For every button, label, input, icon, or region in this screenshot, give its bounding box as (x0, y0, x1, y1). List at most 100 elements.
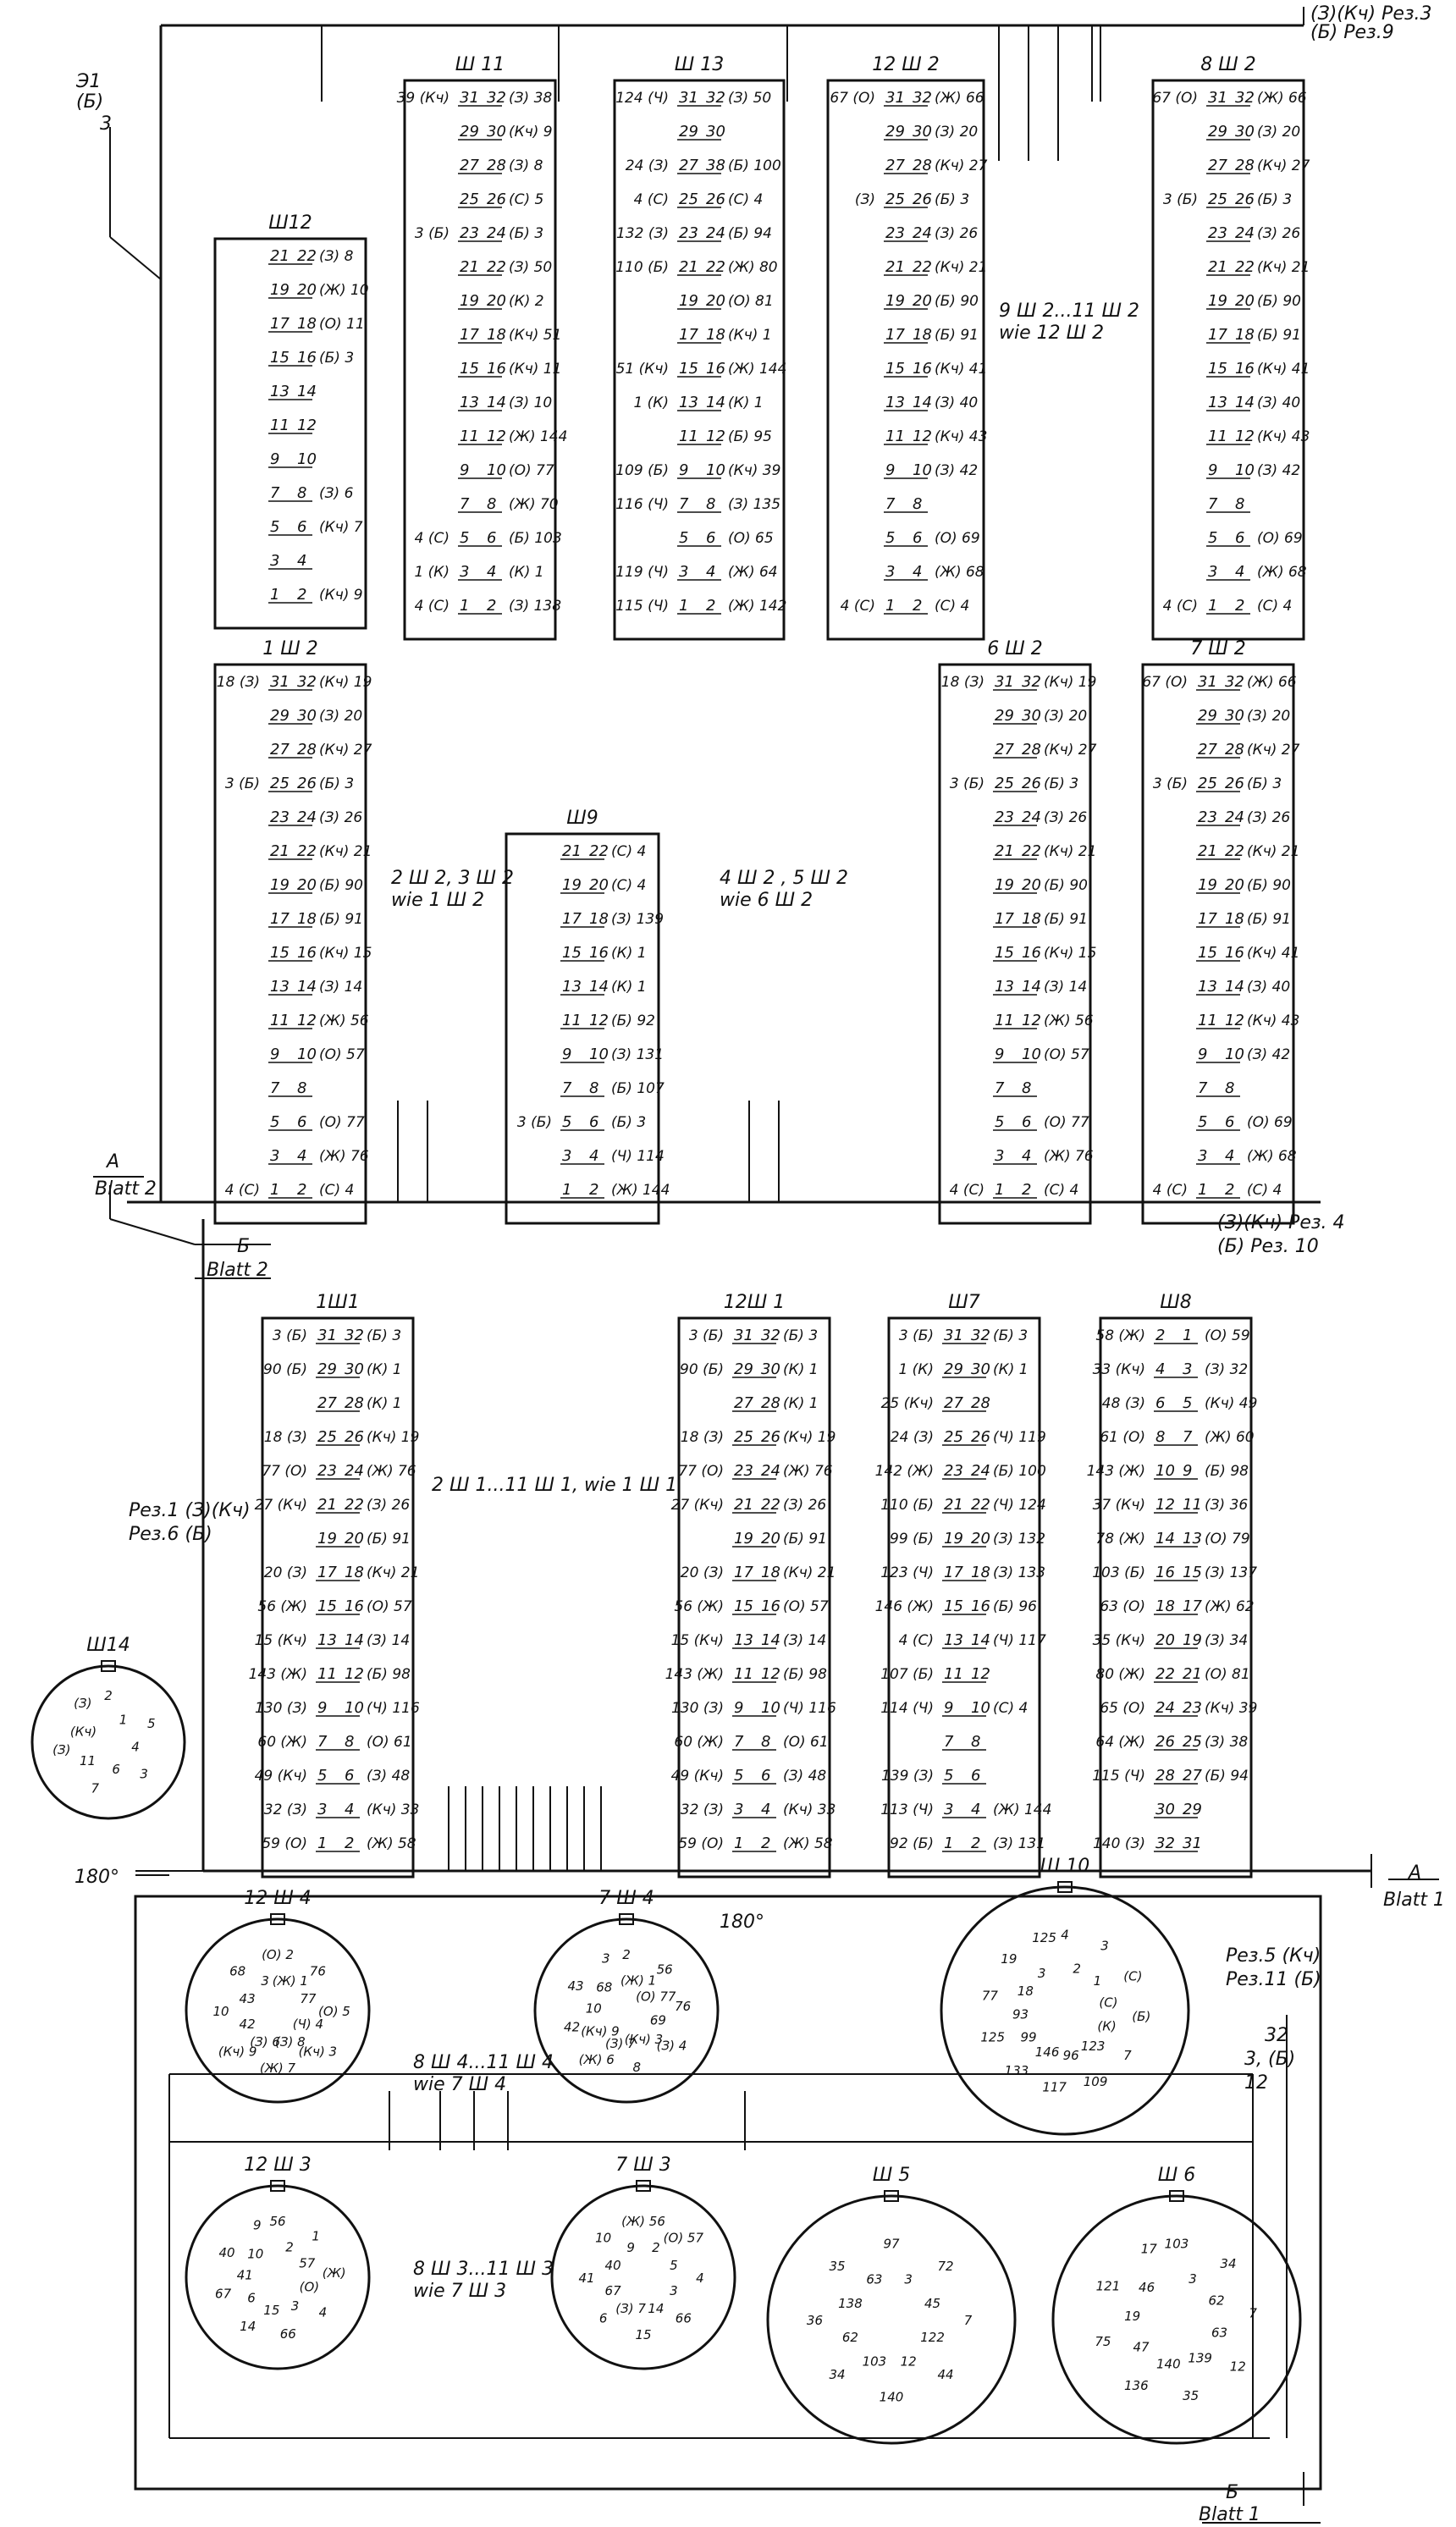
block-12sh2-row-right: (Кч) 21 (935, 259, 987, 276)
block-sh8-row-left: 61 (О) (1100, 1429, 1145, 1446)
block-sh13-row-right: (Ж) 142 (728, 598, 786, 615)
block-sh11-row-right: (З) 50 (509, 259, 552, 276)
block-sh13-pin: 5 (679, 529, 688, 547)
conn-12sh3-pin: (О) (300, 2280, 320, 2295)
block-sh7-pin: 9 (944, 1699, 953, 1717)
block-sh13-pin: 24 (706, 224, 725, 242)
block-6sh2-pin: 18 (1022, 910, 1041, 928)
block-1sh2-row-right: (Кч) 21 (319, 843, 372, 860)
block-sh11-pin: 8 (487, 495, 496, 513)
block-sh13-row-right: (Кч) 1 (728, 327, 772, 344)
conn-sh5-pin: 45 (924, 2296, 940, 2311)
block-6sh2-pin: 15 (995, 944, 1014, 962)
conn-7sh3-pin: 14 (648, 2301, 664, 2316)
block-12sh2-pin: 30 (913, 123, 932, 141)
block-sh13-row-left: 110 (Б) (615, 259, 669, 276)
block-sh8-pin: 7 (1183, 1428, 1193, 1446)
block-8sh2-row-right: (Кч) 43 (1257, 428, 1310, 445)
block-8sh2-pin: 29 (1208, 123, 1227, 141)
block-sh7-pin: 19 (944, 1530, 963, 1548)
block-sh11-pin: 6 (487, 529, 496, 547)
block-sh7-pin: 20 (971, 1530, 990, 1548)
block-1sh1-pin: 32 (345, 1327, 364, 1344)
block-sh13-pin: 3 (679, 563, 688, 581)
conn-12sh4-pin: (О) 2 (262, 1947, 294, 1962)
block-7sh2-row-left: 4 (С) (1153, 1182, 1188, 1199)
block-1sh2-row-right: (Б) 3 (319, 775, 354, 792)
conn-7sh4-pin: (Ж) 1 (620, 1973, 656, 1989)
block-sh9-row-right: (Б) 107 (611, 1080, 665, 1097)
conn-sh14-pin: 6 (112, 1762, 120, 1777)
conn-sh10-pin: 1 (1094, 1973, 1102, 1989)
block-sh9-title: Ш9 (566, 808, 598, 829)
block-12sh2-pin: 1 (885, 597, 895, 615)
block-6sh2-pin: 20 (1022, 876, 1041, 894)
block-1sh2-pin: 13 (270, 978, 290, 996)
block-6sh2-pin: 28 (1022, 741, 1041, 759)
block-12sh1-row-right: (З) 48 (783, 1768, 826, 1785)
block-sh8-pin: 18 (1155, 1597, 1175, 1615)
block-sh9-pin: 1 (562, 1181, 571, 1199)
block-sh11-row-right: (З) 8 (509, 157, 543, 174)
block-sh11-pin: 28 (487, 157, 506, 174)
conn-12sh4-pin: 77 (300, 1991, 317, 2006)
block-sh8-pin: 26 (1155, 1733, 1175, 1751)
block-12sh1-row-left: 77 (О) (678, 1463, 724, 1480)
conn-sh10-pin: 133 (1005, 2063, 1029, 2078)
block-sh9-row-right: (С) 4 (611, 877, 646, 894)
block-sh7-row-right: (К) 1 (993, 1361, 1029, 1378)
block-6sh2-row-right: (Б) 90 (1044, 877, 1088, 894)
block-sh13-row-right: (О) 81 (728, 293, 774, 310)
block-6sh2-pin: 27 (995, 741, 1014, 759)
block-sh13-row-left: 119 (Ч) (615, 564, 669, 581)
block-7sh2-pin: 14 (1225, 978, 1244, 996)
block-1sh2-pin: 3 (270, 1147, 279, 1165)
conn-sh6-pin: 62 (1209, 2293, 1225, 2309)
conn-12sh3-pin: 56 (269, 2214, 285, 2229)
block-7sh2-pin: 15 (1198, 944, 1217, 962)
block-1sh1-pin: 5 (317, 1767, 327, 1785)
block-1sh2-pin: 23 (270, 808, 290, 826)
block-8sh2-row-right: (З) 42 (1257, 462, 1300, 479)
angle-180-box: 180° (720, 1912, 764, 1933)
sheet-ref-a-2: A (107, 1151, 120, 1172)
block-sh13-pin: 23 (679, 224, 698, 242)
block-sh7-pin: 12 (971, 1665, 990, 1683)
conn-12sh4-pin: 43 (240, 1991, 256, 2006)
block-sh7-pin: 6 (971, 1767, 980, 1785)
block-8sh2-row-right: (З) 26 (1257, 225, 1300, 242)
block-1sh1-pin: 22 (345, 1496, 364, 1514)
block-1sh2-row-right: (З) 20 (319, 708, 362, 725)
block-8sh2-row-right: (Ж) 68 (1257, 564, 1307, 581)
block-6sh2-pin: 17 (995, 910, 1014, 928)
block-8sh2-pin: 21 (1208, 258, 1227, 276)
block-6sh2-pin: 16 (1022, 944, 1041, 962)
conn-12sh4-pin: (З) 8 (275, 2034, 306, 2050)
block-12sh2-pin: 31 (885, 89, 905, 107)
block-sh9-pin: 22 (589, 842, 609, 860)
block-1sh2-row-right: (О) 77 (319, 1114, 365, 1131)
block-sh8-pin: 10 (1155, 1462, 1175, 1480)
block-sh12-pin: 3 (270, 552, 279, 570)
block-sh8-row-right: (З) 34 (1205, 1632, 1248, 1649)
block-12sh2-row-right: (З) 26 (935, 225, 978, 242)
block-sh11-row-left: 4 (С) (415, 598, 449, 615)
block-1sh2-row-right: (С) 4 (319, 1182, 354, 1199)
sheet-ref-a-2-sub: Blatt 2 (95, 1178, 157, 1200)
block-sh11-title: Ш 11 (455, 54, 505, 75)
block-1sh2-row-right: (З) 14 (319, 979, 362, 996)
block-6sh2-pin: 1 (995, 1181, 1004, 1199)
block-sh12-pin: 22 (297, 247, 317, 265)
block-6sh2-row-right: (Кч) 15 (1044, 945, 1096, 962)
conn-12sh4-pin: 42 (240, 2017, 256, 2032)
block-8sh2-pin: 32 (1235, 89, 1255, 107)
block-sh7-row-left: 92 (Б) (890, 1835, 934, 1852)
block-sh13-row-right: (Б) 100 (728, 157, 781, 174)
reserve-label-3: (З)(Кч) Рез.3 (1310, 3, 1432, 25)
block-8sh2-pin: 10 (1235, 461, 1255, 479)
block-12sh1-row-right: (Ч) 116 (783, 1700, 836, 1717)
block-sh13-pin: 14 (706, 394, 725, 411)
block-12sh1-pin: 22 (761, 1496, 780, 1514)
conn-12sh4-pin: (Ж) 7 (260, 2061, 296, 2076)
